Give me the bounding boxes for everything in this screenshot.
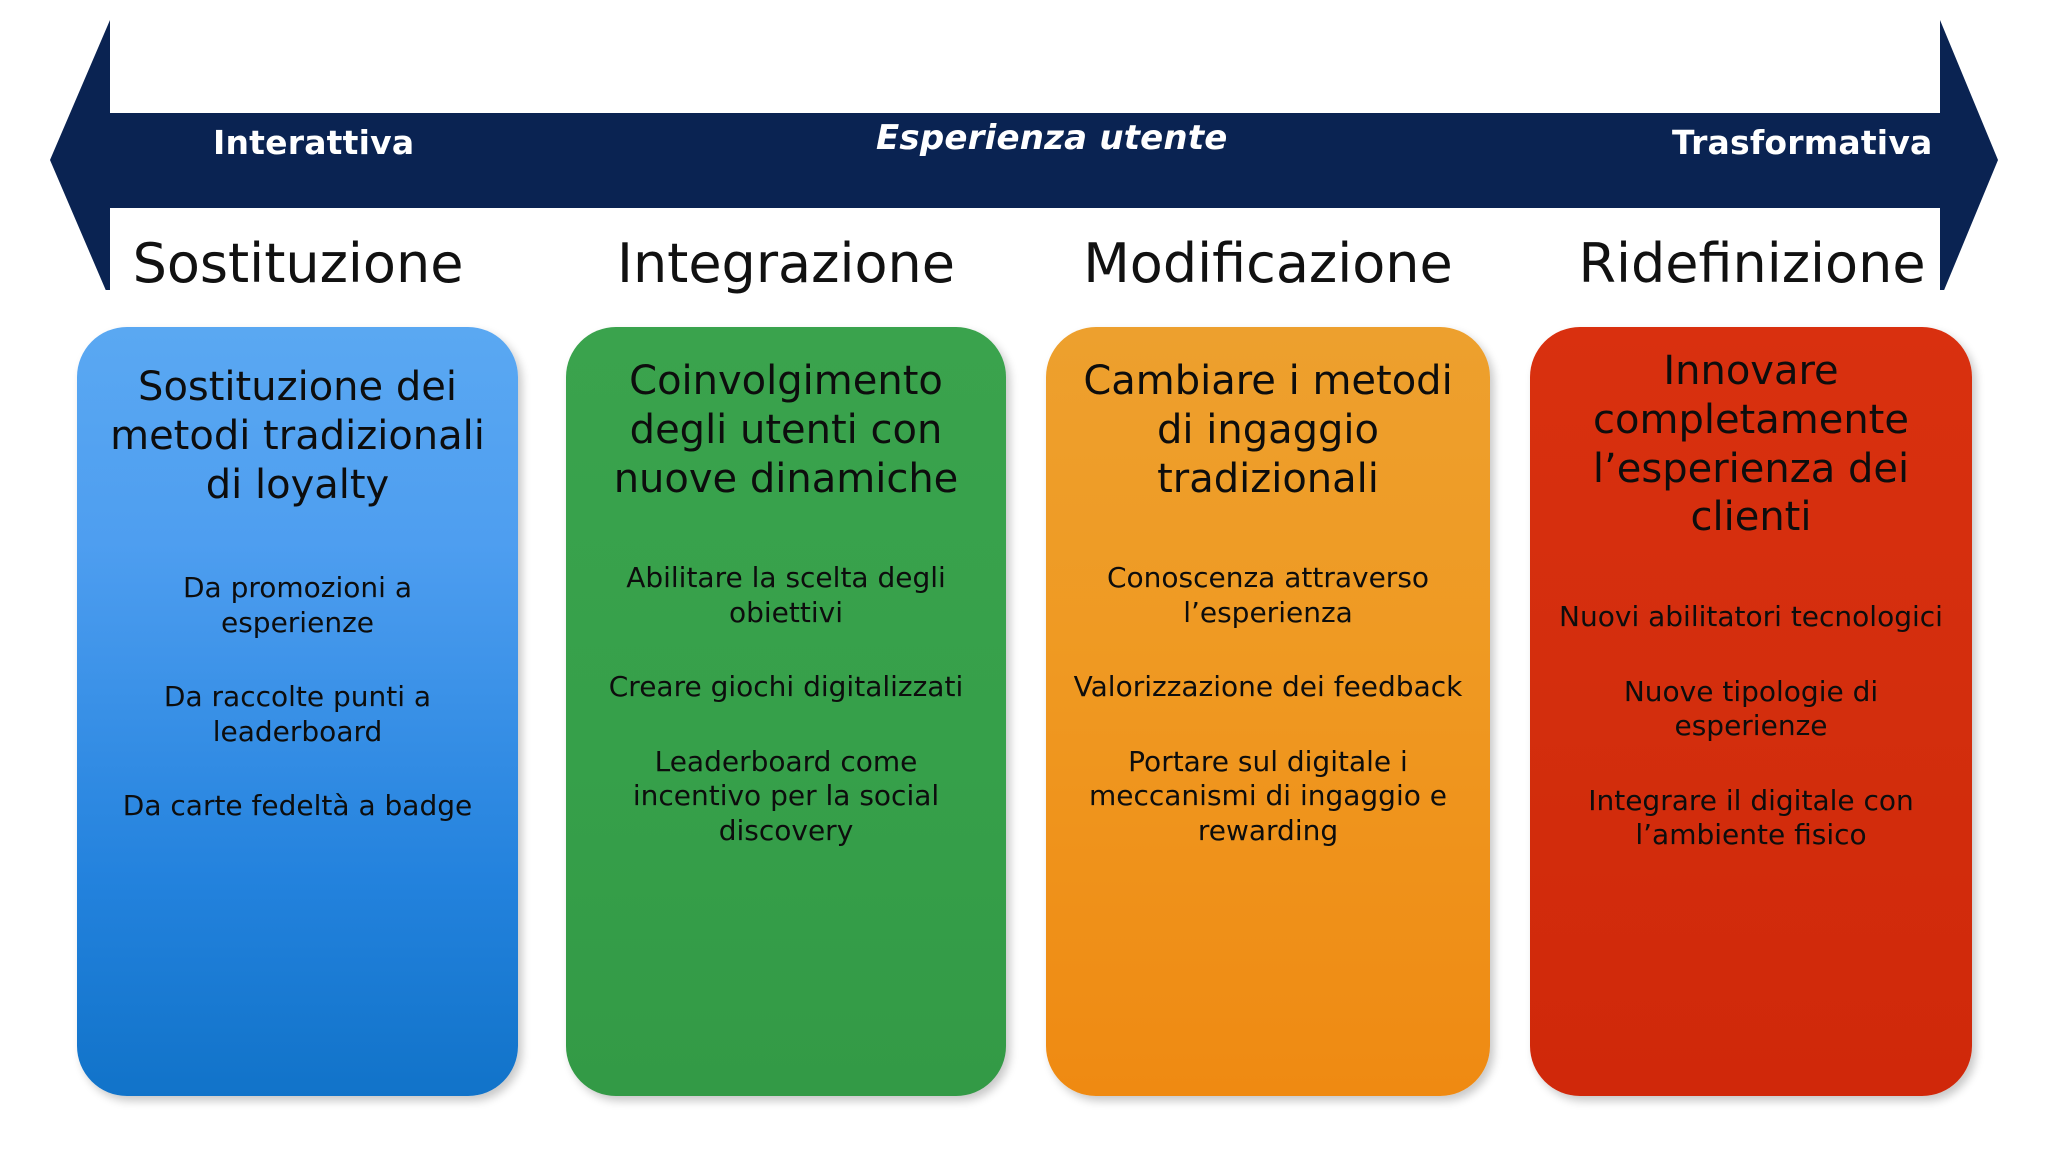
card-point-list: Da promozioni a esperienze Da raccolte p… <box>103 571 492 823</box>
card-title: Innovare completamente l’esperienza dei … <box>1592 348 1910 541</box>
list-item: Nuove tipologie di esperienze <box>1623 674 1879 743</box>
card-point-list: Nuovi abilitatori tecnologici Nuove tipo… <box>1556 600 1946 852</box>
card-integrazione: Coinvolgimento degli utenti con nuove di… <box>566 327 1006 1096</box>
card-title: Coinvolgimento degli utenti con nuove di… <box>613 358 959 502</box>
column-heading-ridefinizione: Ridefinizione <box>1578 232 1926 295</box>
column-heading-modificazione: Modificazione <box>1083 232 1453 295</box>
card-modificazione: Cambiare i metodi di ingaggio tradiziona… <box>1046 327 1490 1096</box>
card-title: Sostituzione dei metodi tradizionali di … <box>110 364 485 508</box>
card-point-list: Conoscenza attraverso l’esperienza Valor… <box>1072 561 1464 848</box>
list-item: Creare giochi digitalizzati <box>608 670 964 704</box>
list-item: Integrare il digitale con l’ambiente fis… <box>1588 783 1914 851</box>
arrow-label-trasformativa: Trasformativa <box>1672 123 1933 162</box>
list-item: Da raccolte punti a leaderboard <box>163 680 432 748</box>
card-ridefinizione: Innovare completamente l’esperienza dei … <box>1530 327 1972 1096</box>
list-item: Da carte fedeltà a badge <box>122 789 473 823</box>
column-heading-sostituzione: Sostituzione <box>132 232 464 295</box>
arrow-label-esperienza-utente: Esperienza utente <box>876 118 1228 158</box>
card-point-list: Abilitare la scelta degli obiettivi Crea… <box>592 561 980 848</box>
list-item: Portare sul digitale i meccanismi di ing… <box>1088 744 1447 847</box>
card-title: Cambiare i metodi di ingaggio tradiziona… <box>1083 358 1453 502</box>
list-item: Valorizzazione dei feedback <box>1073 670 1463 704</box>
list-item: Abilitare la scelta degli obiettivi <box>626 561 946 629</box>
column-heading-integrazione: Integrazione <box>617 232 955 295</box>
card-sostituzione: Sostituzione dei metodi tradizionali di … <box>77 327 518 1096</box>
list-item: Nuovi abilitatori tecnologici <box>1559 600 1943 634</box>
list-item: Da promozioni a esperienze <box>182 571 413 639</box>
list-item: Leaderboard come incentivo per la social… <box>632 744 940 847</box>
arrow-label-interattiva: Interattiva <box>213 123 415 162</box>
list-item: Conoscenza attraverso l’esperienza <box>1106 561 1430 629</box>
